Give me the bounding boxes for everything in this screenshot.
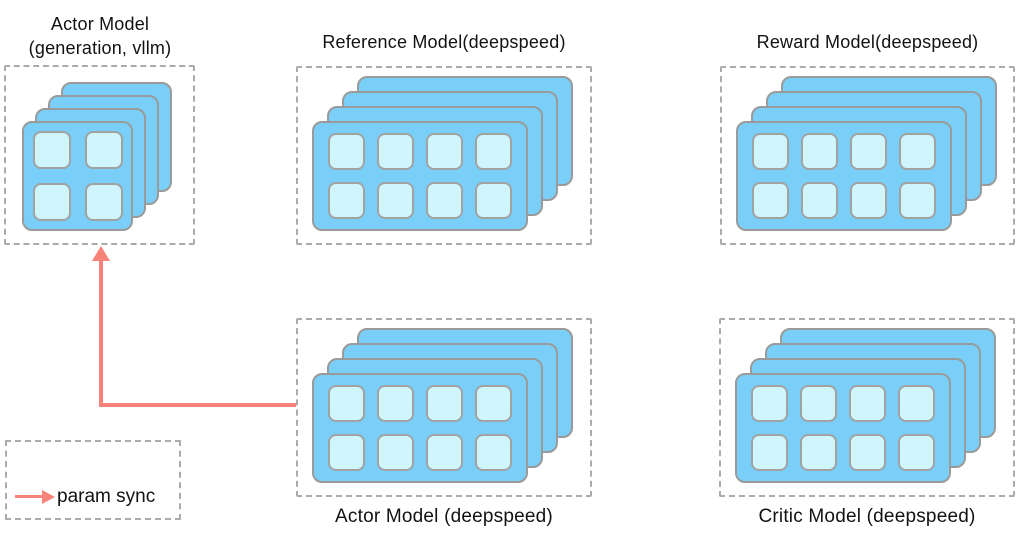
gpu-cell [84, 131, 123, 169]
gpu-cell [426, 434, 463, 471]
gpu-cell [849, 434, 886, 471]
actor-deepspeed-label: Actor Model (deepspeed) [335, 506, 553, 527]
gpu-cell [751, 385, 788, 422]
legend-arrow-icon [42, 490, 55, 504]
gpu-cell [898, 385, 935, 422]
legend-label: param sync [57, 486, 156, 507]
param-sync-arrow-horizontal-segment [99, 403, 296, 407]
gpu-cell [801, 182, 838, 219]
actor-vllm-title-line2: (generation, vllm) [28, 38, 172, 58]
gpu-cell [475, 182, 512, 219]
gpu-cell [377, 133, 414, 170]
gpu-cell [377, 385, 414, 422]
gpu-cell [475, 133, 512, 170]
reward-title: Reward Model(deepspeed) [756, 32, 979, 52]
gpu-cell [475, 385, 512, 422]
gpu-card-front [312, 373, 528, 483]
gpu-cell [849, 385, 886, 422]
gpu-cell [328, 133, 365, 170]
critic-box [719, 318, 1015, 497]
param-sync-arrow-vertical-segment [99, 258, 103, 407]
reference-box [296, 66, 592, 245]
gpu-cell [328, 385, 365, 422]
gpu-card-front [312, 121, 528, 231]
gpu-cell [898, 434, 935, 471]
gpu-cell [328, 182, 365, 219]
gpu-cell [899, 133, 936, 170]
gpu-cell [32, 131, 71, 169]
gpu-cell [800, 434, 837, 471]
gpu-cell [752, 182, 789, 219]
gpu-cell [328, 434, 365, 471]
param-sync-arrowhead-icon [92, 246, 110, 261]
gpu-cell [377, 182, 414, 219]
reference-title: Reference Model(deepspeed) [322, 32, 566, 52]
actor-deepspeed-box [296, 318, 592, 497]
gpu-cell [850, 182, 887, 219]
gpu-cell [751, 434, 788, 471]
actor-vllm-title-line1: Actor Model [50, 14, 150, 34]
gpu-card-front [736, 121, 952, 231]
gpu-cell [426, 133, 463, 170]
legend-arrow-line [15, 495, 43, 498]
reward-box [720, 66, 1015, 245]
gpu-cell [84, 183, 123, 221]
actor-vllm-box [4, 65, 195, 245]
actor-vllm-title: Actor Model (generation, vllm) [0, 12, 200, 60]
critic-label: Critic Model (deepspeed) [758, 506, 976, 527]
gpu-cell [426, 385, 463, 422]
gpu-card-front [22, 121, 133, 231]
legend-box [5, 440, 181, 520]
gpu-cell [800, 385, 837, 422]
gpu-cell [850, 133, 887, 170]
gpu-cell [377, 434, 414, 471]
gpu-cell [801, 133, 838, 170]
gpu-cell [32, 183, 71, 221]
gpu-card-front [735, 373, 951, 483]
gpu-cell [426, 182, 463, 219]
gpu-cell [899, 182, 936, 219]
gpu-cell [475, 434, 512, 471]
gpu-cell [752, 133, 789, 170]
